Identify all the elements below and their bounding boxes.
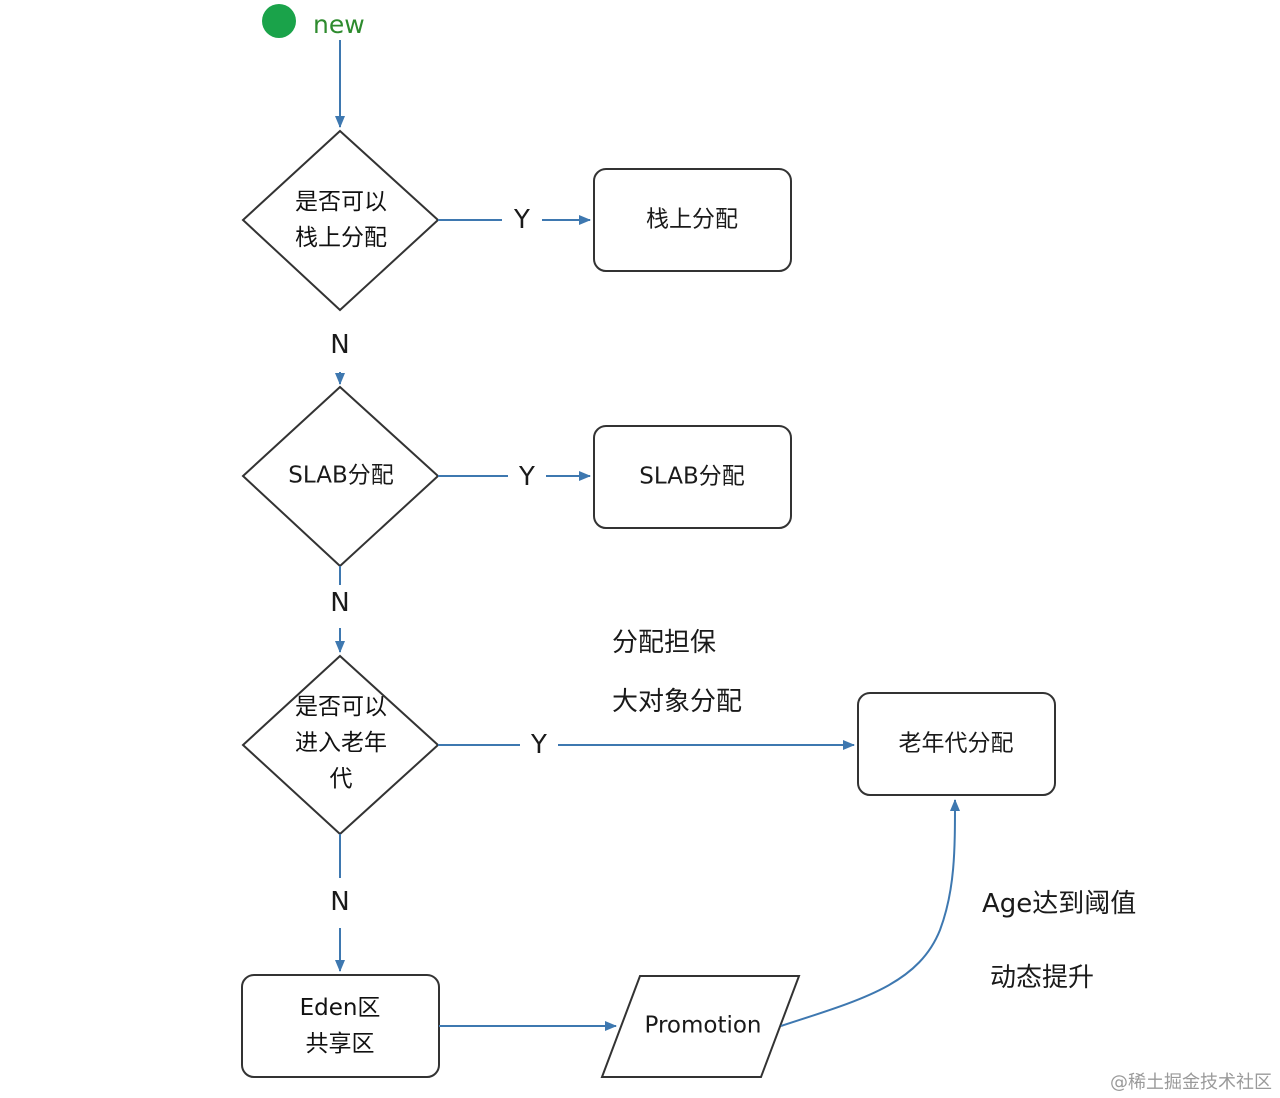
box-stack-alloc bbox=[593, 168, 792, 272]
edge-label-no2: N bbox=[330, 588, 350, 618]
note-guarantee: 分配担保 bbox=[612, 628, 717, 658]
edge-promotion-to-old-gen bbox=[780, 799, 960, 1027]
box-stack-alloc-text: 栈上分配 bbox=[646, 206, 738, 233]
box-slab-alloc bbox=[593, 425, 792, 529]
start-node bbox=[262, 4, 296, 38]
decision-stack-alloc bbox=[241, 129, 440, 312]
box-promotion-text: Promotion bbox=[644, 1012, 762, 1039]
note-dynamic-promotion: 动态提升 bbox=[990, 963, 1095, 993]
note-age-threshold: Age达到阈值 bbox=[982, 889, 1137, 919]
box-old-gen bbox=[857, 692, 1056, 796]
edge-label-no1: N bbox=[330, 330, 350, 360]
decision3-line2: 进入老年 bbox=[295, 730, 387, 756]
box-promotion bbox=[600, 975, 801, 1078]
box-eden-text: Eden区 共享区 bbox=[260, 990, 420, 1062]
decision1-text: 是否可以 栈上分配 bbox=[281, 184, 401, 256]
box-old-gen-text: 老年代分配 bbox=[898, 730, 1014, 757]
box-eden-line2: 共享区 bbox=[305, 1031, 375, 1057]
decision1-line1: 是否可以 bbox=[295, 189, 387, 215]
edge-label-yes1: Y bbox=[514, 205, 530, 235]
box-slab-alloc-text: SLAB分配 bbox=[639, 463, 745, 490]
watermark: @稀土掘金技术社区 bbox=[1110, 1072, 1272, 1093]
start-label: new bbox=[313, 10, 365, 39]
decision3-text: 是否可以 进入老年 代 bbox=[281, 689, 401, 797]
decision1-line2: 栈上分配 bbox=[295, 225, 387, 251]
decision2-text: SLAB分配 bbox=[288, 462, 394, 489]
edge-label-no3: N bbox=[330, 887, 350, 917]
edge-label-yes2: Y bbox=[519, 462, 535, 492]
note-large-object: 大对象分配 bbox=[612, 687, 743, 717]
box-eden-line1: Eden区 bbox=[299, 995, 381, 1021]
edge-label-yes3: Y bbox=[531, 730, 547, 760]
decision3-line1: 是否可以 bbox=[295, 694, 387, 720]
decision3-line3: 代 bbox=[329, 766, 353, 792]
